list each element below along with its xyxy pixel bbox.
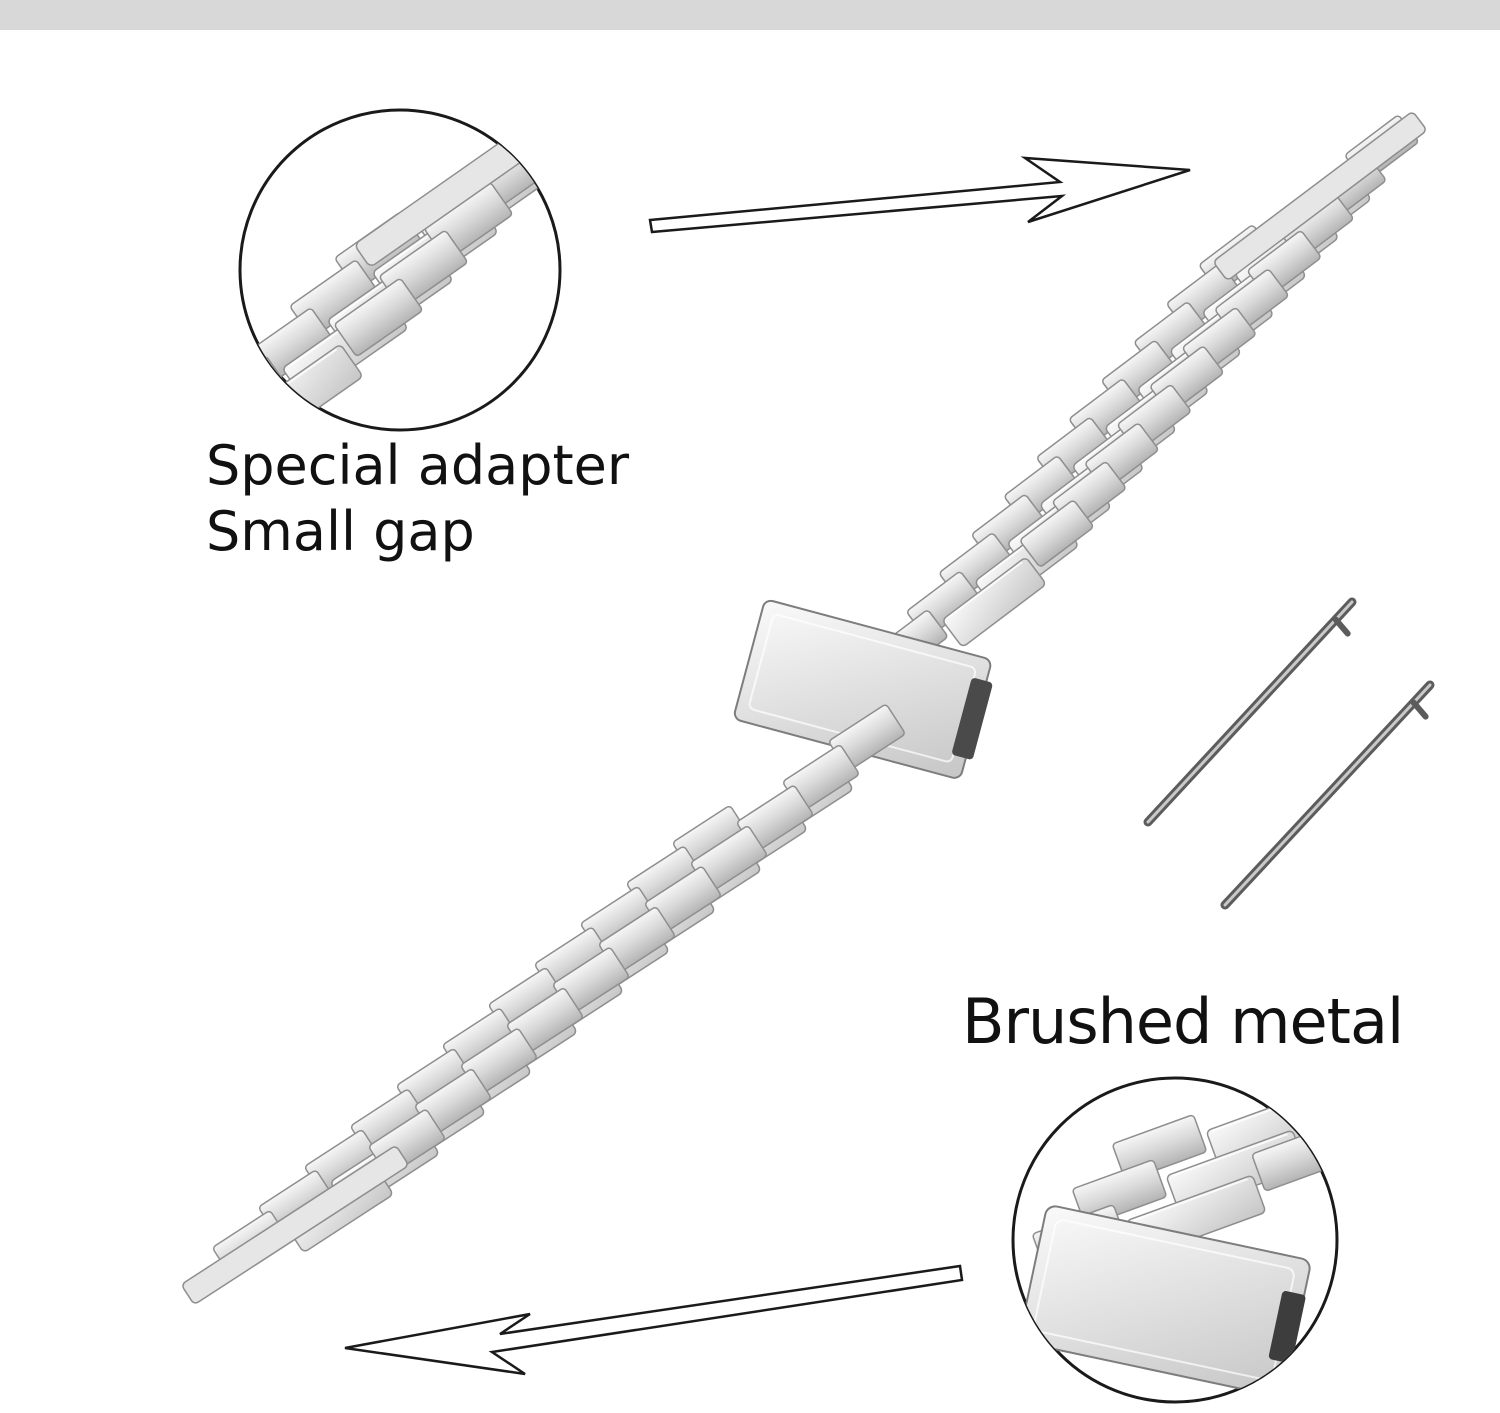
band-end-top — [1214, 112, 1426, 280]
adapter-caption-line1: Special adapter — [206, 434, 630, 497]
arrow-left-icon — [344, 1264, 964, 1376]
brushed-metal-caption: Brushed metal — [962, 985, 1404, 1058]
arrow-right-icon — [648, 156, 1191, 234]
watch-band — [182, 112, 1426, 1304]
clasp-zoom-circle — [1011, 1076, 1339, 1404]
adapter-caption: Special adapter Small gap — [206, 433, 629, 565]
spring-bar — [1143, 597, 1357, 827]
adapter-caption-line2: Small gap — [206, 500, 475, 563]
spring-bar — [1220, 680, 1435, 910]
top-divider-bar — [0, 0, 1500, 30]
spring-bar-icon — [1143, 597, 1435, 910]
band-end-bottom — [182, 1146, 408, 1304]
